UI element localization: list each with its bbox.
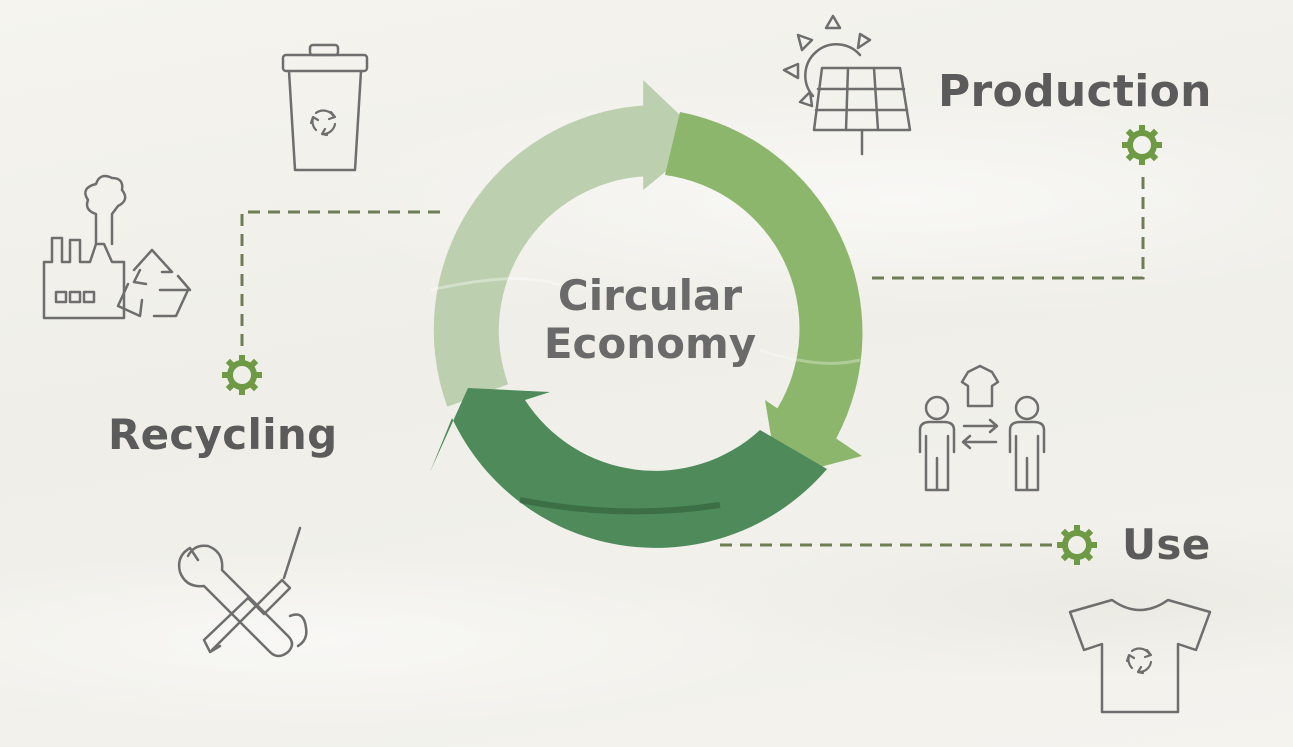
stage-label-recycling: Recycling [108,410,338,459]
gear-icon [1122,125,1162,165]
center-title: Circular Economy [530,272,770,368]
arrow-segment-mid [665,112,863,478]
gear-icon [1057,525,1097,565]
connector-recycling [240,210,440,348]
cycle-arrows [429,80,863,548]
tshirt-recycle-icon [1068,598,1212,714]
people-exchange-icon [918,364,1046,492]
factory-recycling-icon [42,174,192,320]
stage-label-use: Use [1122,520,1211,569]
stage-label-production: Production [938,66,1212,117]
tools-icon [177,526,308,658]
center-title-line2: Economy [543,319,757,368]
center-title-line1: Circular [557,271,743,320]
arrow-segment-dark [430,388,827,548]
solar-panel-icon [782,14,912,156]
connector-production [872,172,1145,280]
recycle-bin-icon [281,43,369,172]
gear-icon [222,355,262,395]
arrow-segment-light [433,80,705,407]
